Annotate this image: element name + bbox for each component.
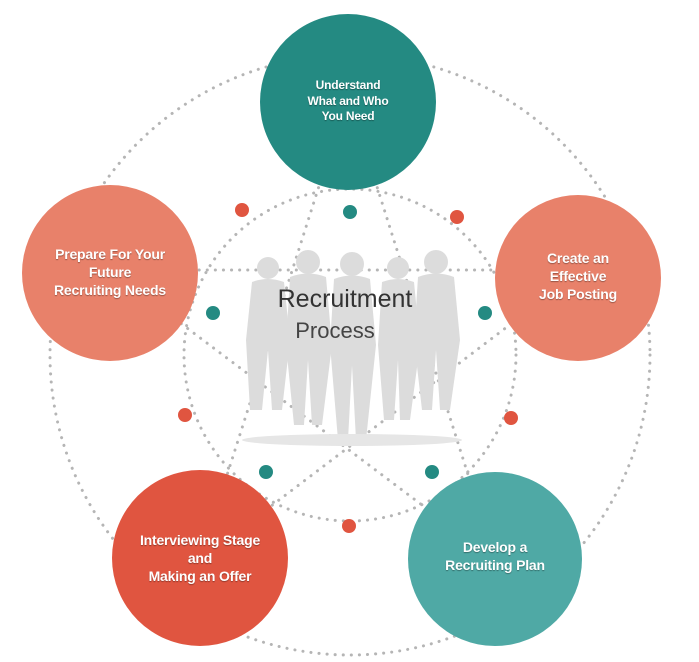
stage-label-line: Effective (549, 268, 607, 285)
stage-label-line: What and Who (307, 93, 389, 108)
connector-dot (343, 205, 357, 219)
business-people-silhouette (242, 250, 462, 446)
connector-dot (235, 203, 249, 217)
stage-label-line: Create an (546, 250, 609, 266)
stage-label-understand: Understand What and Who You Need (278, 78, 418, 125)
stage-label-prepare: Prepare For Your Future Recruiting Needs (30, 245, 190, 300)
stage-label-line: Job Posting (539, 286, 617, 303)
stage-label-line: Recruiting Plan (445, 557, 545, 574)
stage-label-line: You Need (321, 109, 375, 124)
connector-dot (450, 210, 464, 224)
center-subtitle: Process (295, 318, 375, 343)
connector-dot (259, 465, 273, 479)
stage-label-line: Understand (315, 78, 381, 92)
connector-dot (504, 411, 518, 425)
connector-dot (206, 306, 220, 320)
stage-label-recruiting-plan: Develop a Recruiting Plan (420, 538, 570, 574)
stage-label-line: Prepare For Your (55, 246, 165, 262)
stage-label-line: Future (88, 264, 132, 281)
stage-circle-interviewing (112, 470, 288, 646)
stage-circle-job-posting (495, 195, 661, 361)
connector-dot (178, 408, 192, 422)
stage-label-interviewing: Interviewing Stage and Making an Offer (118, 531, 282, 586)
stage-circles (22, 14, 661, 646)
connector-dot (342, 519, 356, 533)
stage-label-line: and (187, 550, 213, 567)
stage-label-line: Making an Offer (148, 568, 252, 585)
connector-dots (178, 203, 518, 533)
stage-circle-prepare (22, 185, 198, 361)
stage-label-line: Develop a (462, 539, 528, 555)
connector-dot (478, 306, 492, 320)
connector-dot (425, 465, 439, 479)
center-title: Recruitment (277, 285, 413, 313)
stage-label-line: Recruiting Needs (54, 282, 166, 299)
stage-label-job-posting: Create an Effective Job Posting (508, 249, 648, 304)
stage-circle-recruiting-plan (408, 472, 582, 646)
stage-circle-understand (260, 14, 436, 190)
stage-label-line: Interviewing Stage (139, 532, 261, 548)
outer-dotted-ring (48, 53, 652, 657)
